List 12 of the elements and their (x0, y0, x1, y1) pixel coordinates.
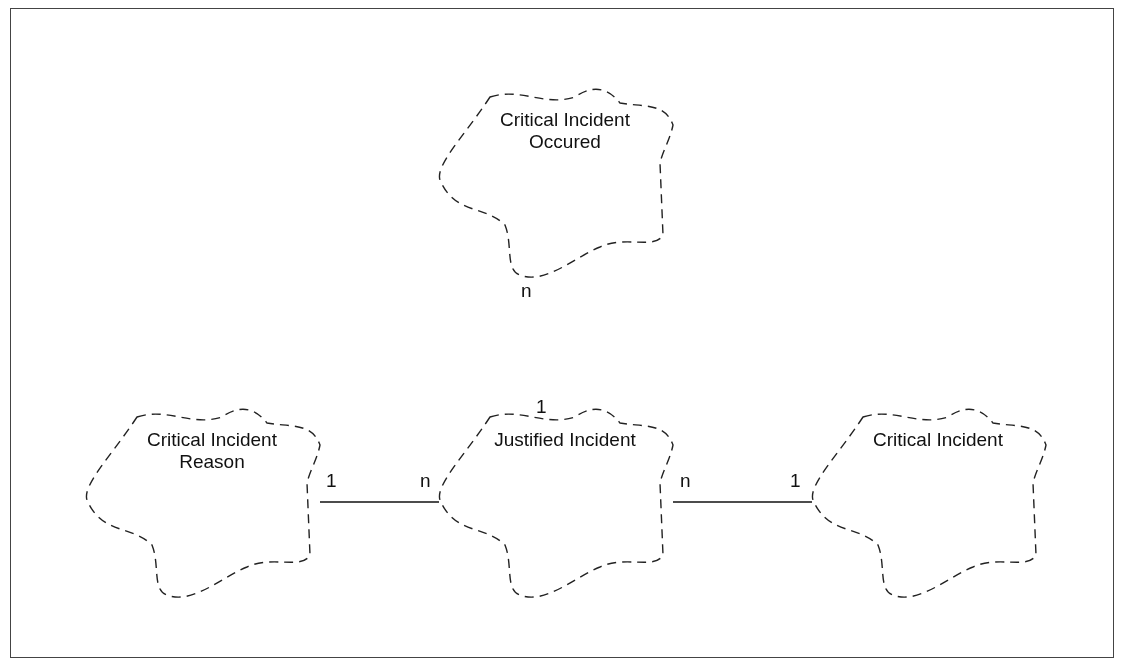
cardinality-label: n (420, 470, 431, 492)
entity-name: Critical Incident Occured (499, 109, 631, 153)
entity-name: Critical Incident (873, 429, 1003, 451)
cardinality-label: 1 (790, 470, 801, 492)
entity-name: Justified Incident (494, 429, 636, 451)
cardinality-label: 1 (326, 470, 337, 492)
cardinality-label: 1 (536, 396, 547, 418)
connector-line (319, 501, 440, 503)
connector-line (672, 501, 813, 503)
cardinality-label: n (521, 280, 532, 302)
entity-name: Critical Incident Reason (146, 429, 278, 473)
cardinality-label: n (680, 470, 691, 492)
